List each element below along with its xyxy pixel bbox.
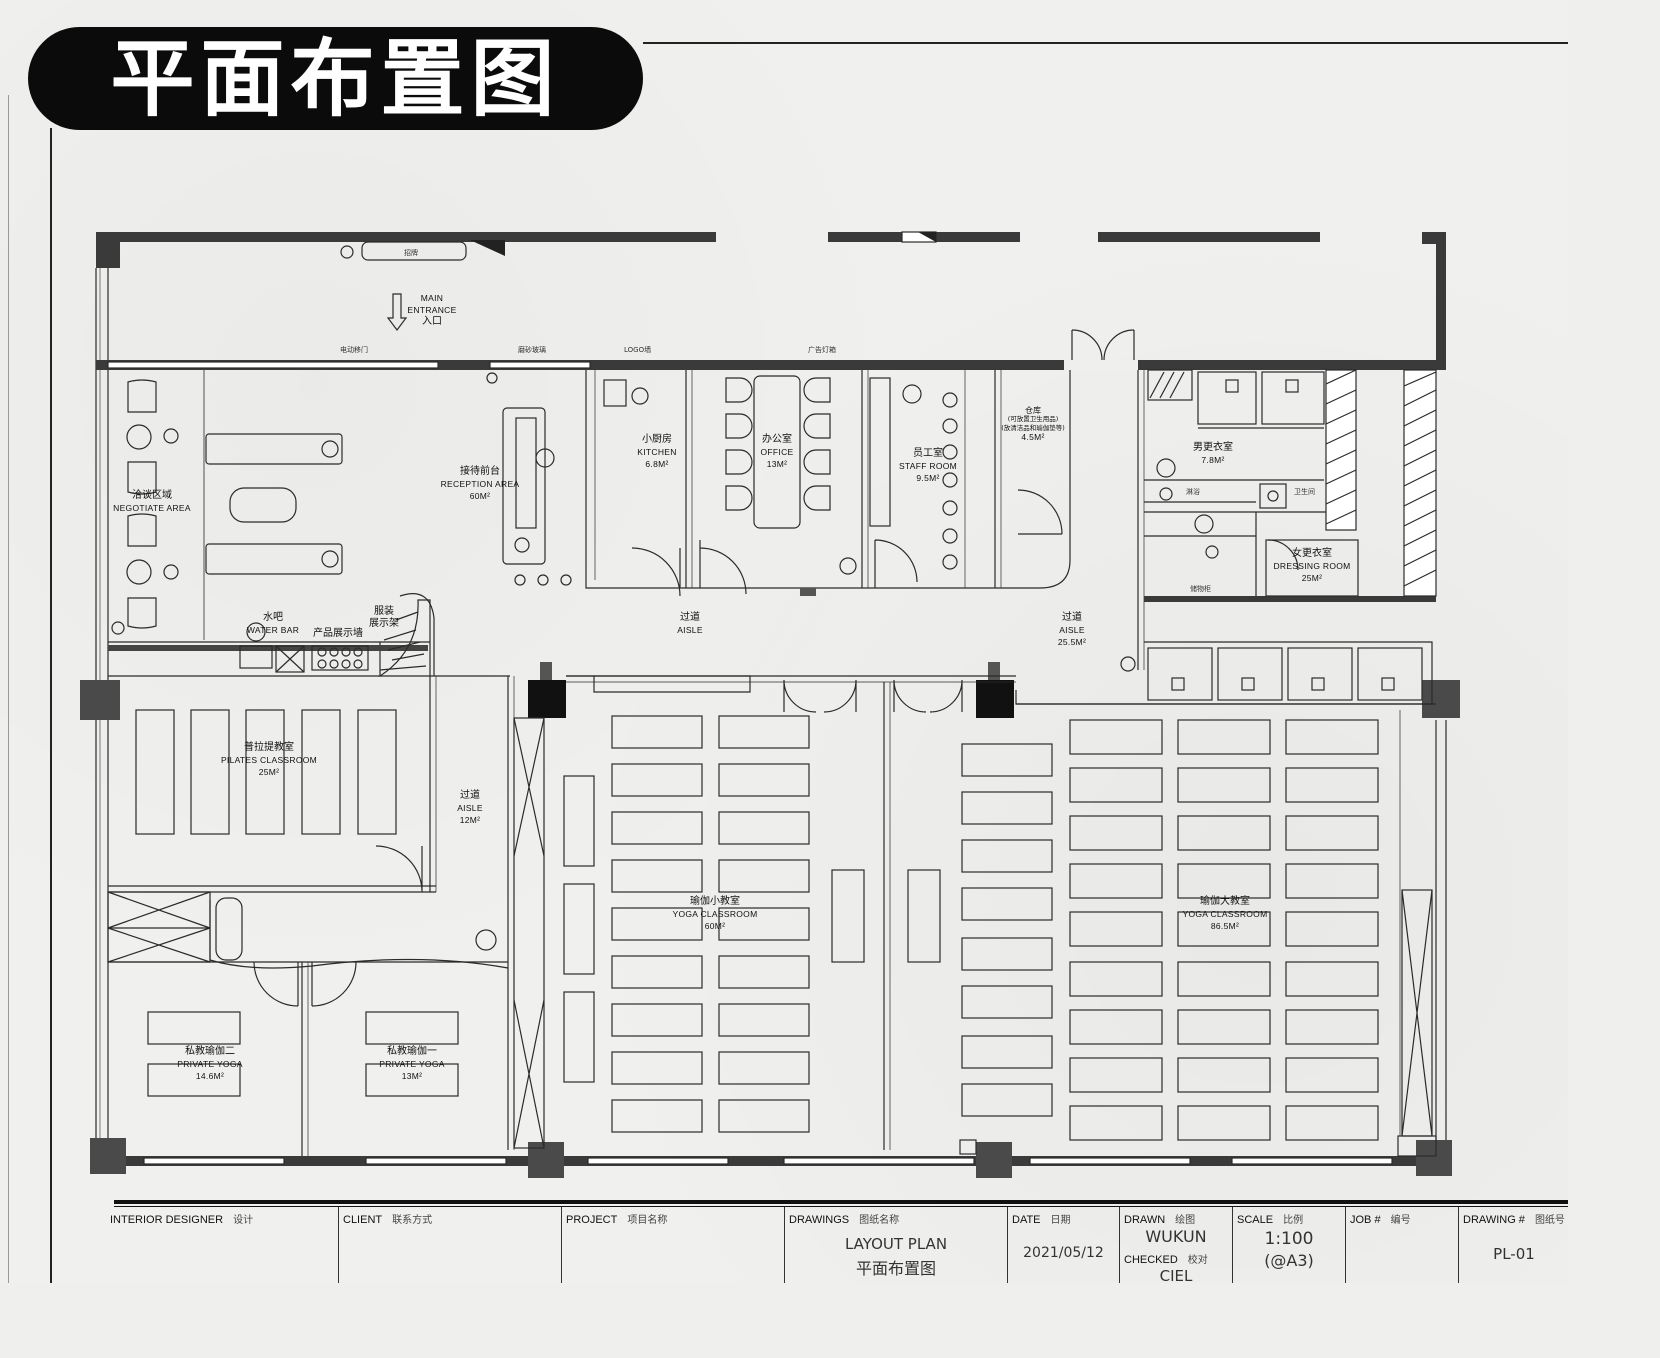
tag-sliding-door: 电动移门 [340,346,368,354]
room-storage: 仓库 (可放置卫生用品) (放清洁品和瑜伽垫等) 4.5M² [1001,406,1065,442]
title-block-rule-thin [114,1206,1568,1207]
label-clothing-rack: 服装 展示架 [369,606,399,629]
tag-logo: LOGO墙 [624,346,652,354]
scale-paper: (@A3) [1264,1251,1314,1270]
tb-drawing-no: DRAWING #图纸号 PL-01 [1458,1207,1569,1283]
room-staff: 员工室 STAFF ROOM 9.5M² [898,448,958,483]
title-banner: 平面布置图 [28,27,643,130]
tag-locker: 储物柜 [1190,585,1211,593]
drawing-title-cn: 平面布置图 [855,1259,936,1278]
drawing-title-en: LAYOUT PLAN [844,1235,948,1253]
title-block-rule [114,1200,1568,1204]
tag-toilet: 卫生间 [1294,488,1315,496]
drawn-value: WUKUN [1145,1227,1207,1246]
room-waterbar: 水吧 WATER BAR [246,612,300,635]
room-kitchen: 小厨房 KITCHEN 6.8M² [637,434,677,469]
page-title: 平面布置图 [110,29,561,128]
tb-job: JOB #编号 [1345,1207,1458,1283]
room-aisle-left: 过道 AISLE 12M² [457,790,483,825]
room-aisle-center: 过道 AISLE [677,612,703,635]
room-pilates: 普拉提教室 PILATES CLASSROOM 25M² [220,742,318,777]
entrance-label: MAIN ENTRANCE 入口 [407,293,457,327]
tag-shower: 淋浴 [1186,488,1200,496]
room-office: 办公室 OFFICE 13M² [760,434,794,469]
frame-line-left [50,128,52,1283]
frame-line-top [643,42,1568,44]
drawing-no-value: PL-01 [1493,1245,1535,1263]
tag-banner: 广告灯箱 [808,346,836,354]
date-value: 2021/05/12 [1023,1245,1104,1261]
room-womens: 女更衣室 DRESSING ROOM 25M² [1273,548,1351,583]
room-yoga-small: 瑜伽小教室 YOGA CLASSROOM 60M² [672,896,758,931]
checked-value: CIEL [1159,1267,1193,1285]
room-aisle-right: 过道 AISLE 25.5M² [1057,612,1087,647]
room-reception: 接待前台 RECEPTION AREA 60M² [440,466,520,501]
room-mens: 男更衣室 7.8M² [1193,442,1233,465]
floor-plan [80,231,1460,1178]
label-display-wall: 产品展示墙 [313,628,363,639]
tag-frosted: 磨砂玻璃 [518,346,546,354]
room-private-2: 私教瑜伽二 PRIVATE YOGA 14.6M² [177,1046,243,1081]
frame-line-left-outer [8,95,9,1283]
scale-value: 1:100 [1264,1229,1314,1249]
room-private-1: 私教瑜伽一 PRIVATE YOGA 13M² [379,1046,445,1081]
room-negotiate: 洽谈区域 NEGOTIATE AREA [113,490,191,513]
tag-signage: 招牌 [404,249,418,257]
room-yoga-large: 瑜伽大教室 YOGA CLASSROOM 86.5M² [1182,896,1268,931]
